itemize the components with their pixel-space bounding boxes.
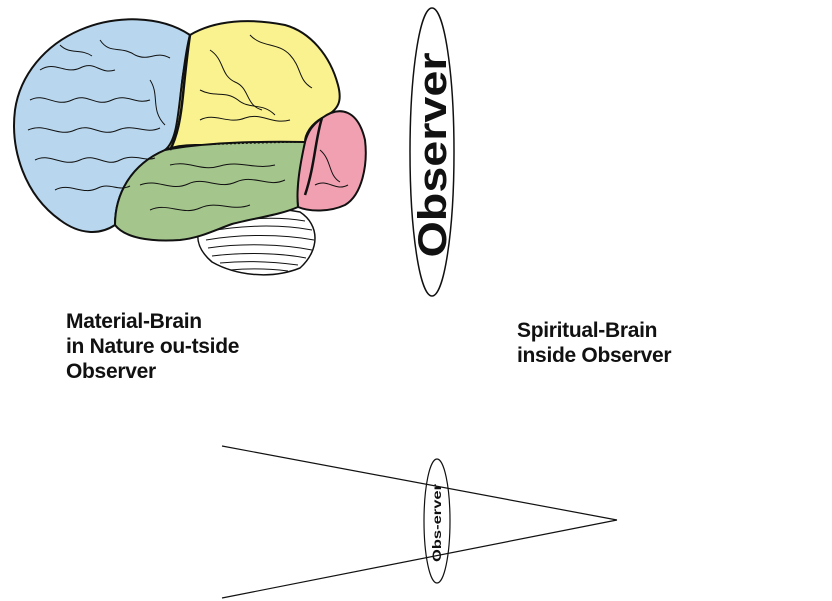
cone-lower-line: [222, 520, 617, 598]
spiritual-brain-caption: Spiritual-Brain inside Observer: [517, 318, 671, 368]
small-observer-label: Obs-erver: [430, 484, 444, 562]
caption-line: Material-Brain: [66, 309, 239, 334]
material-brain-illustration: [14, 19, 366, 275]
caption-line: Observer: [66, 359, 239, 384]
observer-label: Observer: [411, 53, 455, 258]
caption-line: Spiritual-Brain: [517, 318, 671, 343]
cone-upper-line: [222, 446, 617, 520]
material-brain-caption: Material-Brain in Nature ou-tside Observ…: [66, 309, 239, 384]
projection-cone: [222, 446, 617, 598]
caption-line: inside Observer: [517, 343, 671, 368]
caption-line: in Nature ou-tside: [66, 334, 239, 359]
